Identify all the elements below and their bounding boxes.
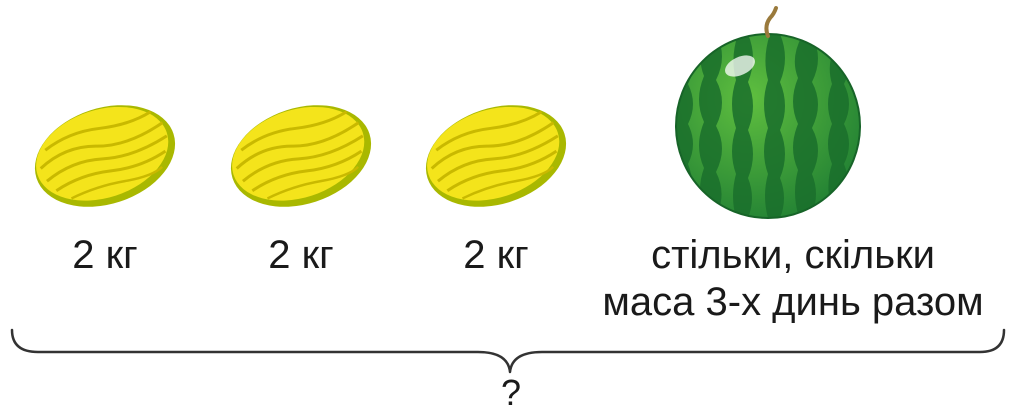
yellow-melon-icon [230, 105, 372, 207]
watermelon-description: стільки, скільки маса 3-х динь разом [578, 232, 1008, 326]
watermelon-description-line2: маса 3-х динь разом [602, 280, 984, 324]
melon-weight-label: 2 кг [463, 233, 529, 277]
total-question-mark: ? [500, 372, 522, 413]
watermelon-icon [675, 6, 861, 219]
melon-weight-label: 2 кг [72, 233, 138, 277]
melon-weight-label: 2 кг [268, 233, 334, 277]
yellow-melon-icon [425, 105, 567, 207]
watermelon-description-line1: стільки, скільки [651, 233, 935, 277]
yellow-melon-icon [34, 105, 176, 207]
total-brace [10, 328, 1006, 374]
